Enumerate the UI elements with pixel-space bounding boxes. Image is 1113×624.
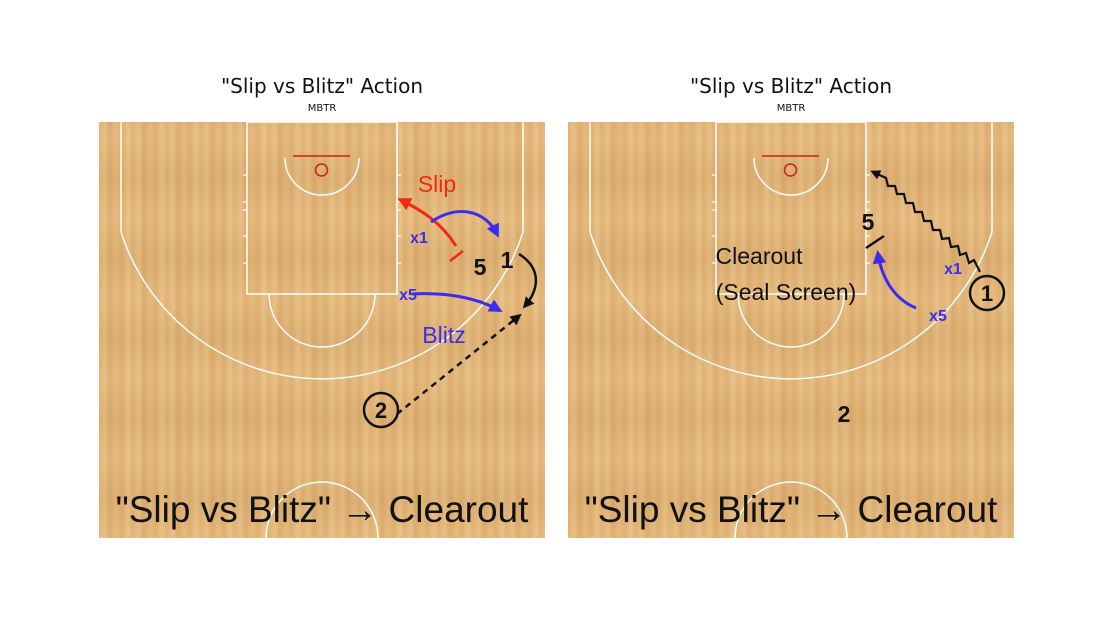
player-1-circle [968, 274, 1006, 312]
slip-label: Slip [418, 171, 456, 197]
diagram-title: "Slip vs Blitz" Action [689, 74, 893, 98]
basketball-court: Slip x1 5 1 x5 Blitz 2 "Slip vs Blitz" →… [99, 122, 545, 538]
diagram-subtitle: MBTR [776, 103, 806, 114]
three-point-arc [120, 231, 524, 380]
center-circle [265, 481, 379, 538]
restricted-area [284, 157, 360, 196]
x1-label: x1 [410, 230, 428, 247]
court-lines [589, 122, 993, 538]
seal-screen-marker [865, 234, 885, 250]
left-diagram: "Slip vs Blitz" Action MBTR [99, 0, 545, 624]
clearout-label: Clearout [716, 243, 804, 269]
basketball-court: 5 Clearout (Seal Screen) x1 x5 1 2 "Slip… [568, 122, 1014, 538]
x5-label: x5 [399, 287, 417, 304]
player-1-dribble-arrow [870, 170, 981, 273]
x1-blitz-arrow [430, 210, 499, 238]
restricted-area [753, 157, 829, 196]
player-2-label: 2 [375, 398, 387, 423]
paint-lane [715, 122, 867, 295]
center-circle [734, 481, 848, 538]
rim [314, 163, 329, 177]
x1-label: x1 [944, 261, 962, 278]
right-diagram: "Slip vs Blitz" Action MBTR [568, 0, 1014, 624]
player-1-dribble-arrow [518, 252, 537, 309]
blitz-label: Blitz [422, 322, 465, 348]
rim [783, 163, 798, 177]
screen-marker [449, 250, 464, 262]
diagram-caption: "Slip vs Blitz" → Clearout [116, 489, 530, 530]
lane-hash-marks [712, 174, 870, 264]
slip-cut-arrow [397, 198, 458, 247]
lane-hash-marks [243, 174, 401, 264]
seal-screen-label: (Seal Screen) [716, 279, 857, 305]
free-throw-circle [268, 293, 376, 348]
x5-blitz-arrow [411, 292, 503, 312]
player-5-label: 5 [474, 254, 487, 280]
diagram-title: "Slip vs Blitz" Action [220, 74, 424, 98]
player-2-label: 2 [838, 401, 851, 427]
free-throw-circle [737, 293, 845, 348]
three-point-arc [589, 231, 993, 380]
court-diagram: 5 Clearout (Seal Screen) x1 x5 1 2 "Slip… [585, 122, 1006, 538]
diagram-subtitle: MBTR [307, 103, 337, 114]
x5-arrow [872, 249, 917, 310]
player-2-circle [362, 391, 400, 429]
diagram-caption: "Slip vs Blitz" → Clearout [585, 489, 999, 530]
court-diagram: Slip x1 5 1 x5 Blitz 2 "Slip vs Blitz" →… [116, 122, 537, 538]
player-1-label: 1 [981, 281, 993, 306]
player-5-label: 5 [862, 209, 875, 235]
pass-arrow [396, 313, 522, 415]
player-1-label: 1 [501, 247, 514, 273]
paint-lane [246, 122, 398, 295]
x5-label: x5 [929, 308, 947, 325]
